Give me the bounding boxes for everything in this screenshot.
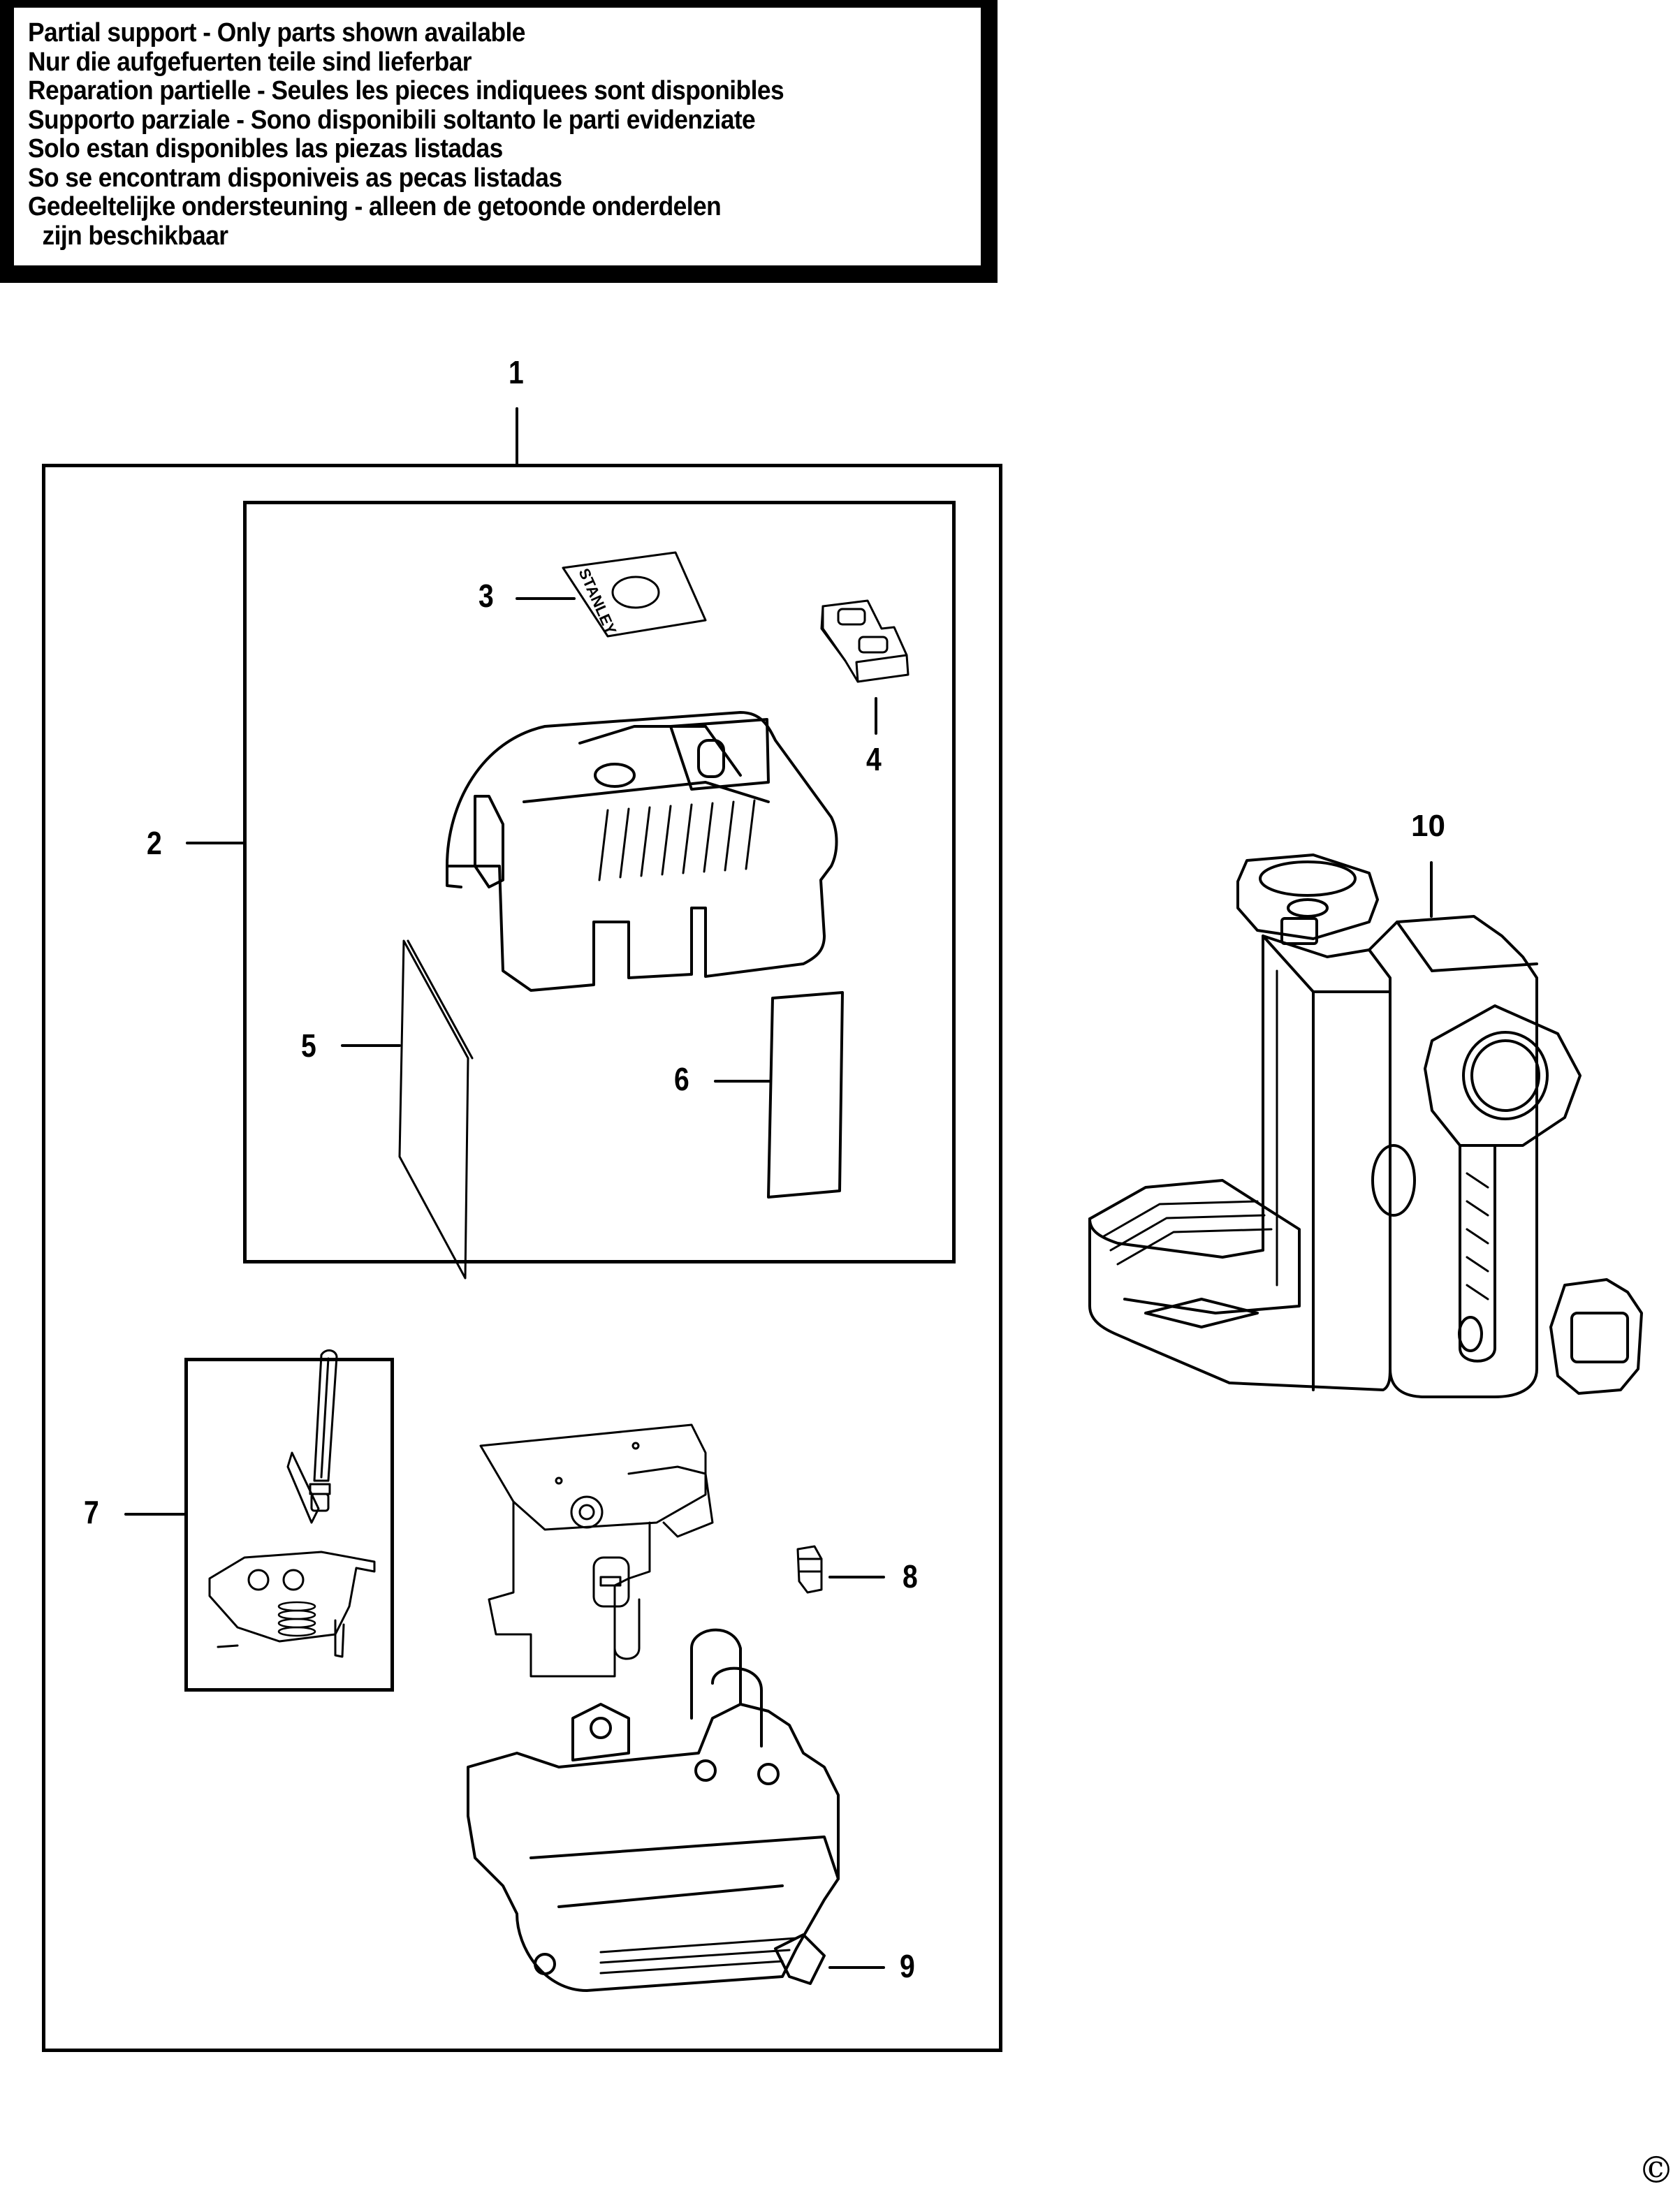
part-3-brand-text: STANLEY [575,566,620,638]
callout-10: 10 [1411,809,1445,843]
part-3-label-plate: STANLEY [562,551,707,638]
notice-line-fr: Reparation partielle - Seules les pieces… [28,76,784,105]
callout-2: 2 [147,825,162,861]
part-9-base-housing [467,1628,840,1992]
part-5-side-window [398,939,474,1280]
leader-lines [124,407,1433,1969]
callout-4: 4 [866,741,882,777]
subassembly-2-box [243,501,956,1263]
part-8-nut [796,1545,823,1594]
notice-line-de: Nur die aufgefuerten teile sind lieferba… [28,47,472,77]
part-10-clamp-bracket [1088,853,1643,1398]
notice-line-it: Supporto parziale - Sono disponibili sol… [28,105,756,135]
callout-8: 8 [903,1558,918,1595]
notice-line-pt: So se encontram disponiveis as pecas lis… [28,163,562,193]
callout-5: 5 [301,1027,316,1064]
part-7-pendulum-lock [208,1349,376,1658]
part-2-top-cover [446,711,838,992]
callout-7: 7 [84,1494,99,1530]
notice-line-nl: Gedeeltelijke ondersteuning - alleen de … [28,192,722,221]
central-chassis [479,1423,714,1678]
part-4-button-pad [820,599,910,683]
copyright-mark: © [1638,2150,1674,2192]
callout-6: 6 [674,1061,689,1097]
notice-line-nl-cont: zijn beschikbaar [42,221,228,251]
callout-9: 9 [900,1948,915,1984]
notice-lines: Partial support - Only parts shown avail… [28,18,840,251]
partial-support-notice: Partial support - Only parts shown avail… [0,0,998,283]
notice-line-es: Solo estan disponibles las piezas listad… [28,134,503,163]
part-6-front-window [767,991,844,1199]
callout-1: 1 [509,354,524,390]
assembly-1-box [42,464,1002,2052]
callout-3: 3 [479,578,494,614]
subassembly-7-box [184,1358,394,1692]
notice-line-en: Partial support - Only parts shown avail… [28,18,525,47]
